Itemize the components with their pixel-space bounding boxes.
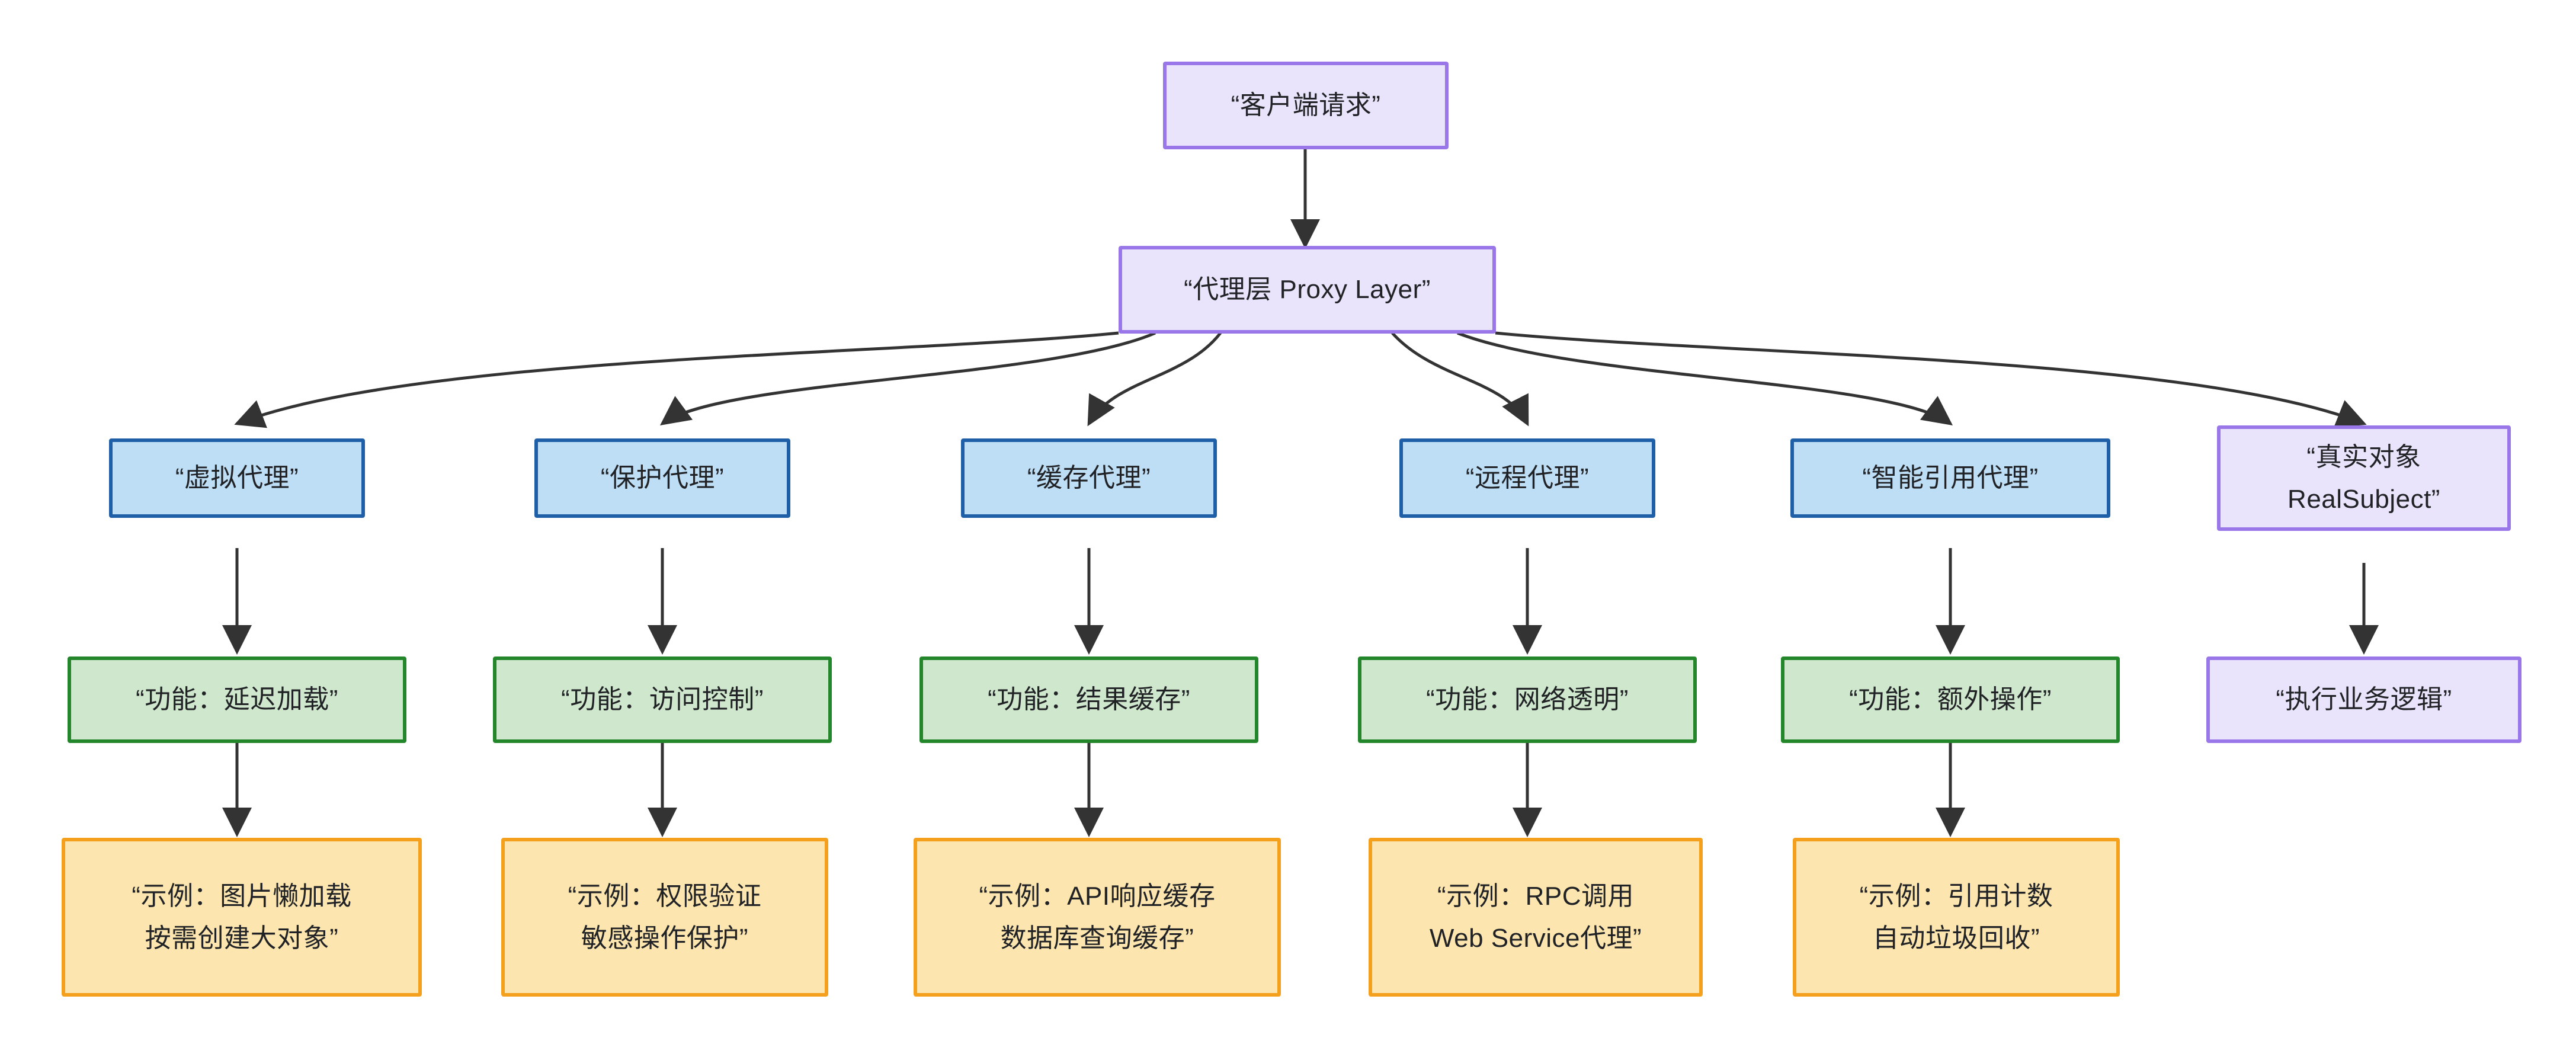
node-proxy-layer[interactable]: “代理层 Proxy Layer” bbox=[1119, 246, 1496, 334]
node-label: “执行业务逻辑” bbox=[2276, 685, 2452, 715]
node-remote-proxy[interactable]: “远程代理” bbox=[1399, 438, 1655, 518]
node-label: “示例：RPC调用 Web Service代理” bbox=[1429, 881, 1642, 953]
node-label: “示例：图片懒加载 按需创建大对象” bbox=[132, 881, 352, 953]
node-example-result-cache[interactable]: “示例：API响应缓存 数据库查询缓存” bbox=[914, 838, 1281, 997]
node-function-lazy-load[interactable]: “功能：延迟加载” bbox=[68, 656, 406, 743]
node-execute-business-logic[interactable]: “执行业务逻辑” bbox=[2206, 656, 2521, 743]
node-label: “缓存代理” bbox=[1027, 463, 1151, 493]
node-virtual-proxy[interactable]: “虚拟代理” bbox=[109, 438, 365, 518]
node-cache-proxy[interactable]: “缓存代理” bbox=[961, 438, 1217, 518]
node-example-network-transparency[interactable]: “示例：RPC调用 Web Service代理” bbox=[1369, 838, 1703, 997]
node-client-request[interactable]: “客户端请求” bbox=[1163, 62, 1449, 149]
node-smart-reference-proxy[interactable]: “智能引用代理” bbox=[1790, 438, 2110, 518]
node-label: “功能：延迟加载” bbox=[136, 685, 338, 715]
node-label: “功能：网络透明” bbox=[1426, 685, 1629, 715]
node-label: “保护代理” bbox=[600, 463, 725, 493]
edge-proxy-to-virtual bbox=[234, 331, 1119, 428]
edge-proxy-to-smartref bbox=[1457, 331, 1953, 425]
edge-proxy-to-protection bbox=[659, 331, 1156, 425]
node-protection-proxy[interactable]: “保护代理” bbox=[534, 438, 790, 518]
node-real-subject[interactable]: “真实对象 RealSubject” bbox=[2217, 425, 2511, 531]
node-label: “虚拟代理” bbox=[175, 463, 299, 493]
node-label: “功能：访问控制” bbox=[561, 685, 764, 715]
node-label: “示例：API响应缓存 数据库查询缓存” bbox=[979, 881, 1216, 953]
node-example-extra-operations[interactable]: “示例：引用计数 自动垃圾回收” bbox=[1793, 838, 2120, 997]
node-example-lazy-load[interactable]: “示例：图片懒加载 按需创建大对象” bbox=[62, 838, 422, 997]
node-label: “客户端请求” bbox=[1231, 91, 1381, 120]
edge-proxy-to-realsubject bbox=[1495, 331, 2367, 428]
node-label: “功能：额外操作” bbox=[1849, 685, 2052, 715]
node-label: “示例：引用计数 自动垃圾回收” bbox=[1859, 881, 2053, 953]
node-label: “真实对象 RealSubject” bbox=[2287, 442, 2440, 514]
node-function-network-transparency[interactable]: “功能：网络透明” bbox=[1358, 656, 1697, 743]
node-function-extra-operations[interactable]: “功能：额外操作” bbox=[1781, 656, 2120, 743]
node-label: “功能：结果缓存” bbox=[988, 685, 1190, 715]
node-function-access-control[interactable]: “功能：访问控制” bbox=[493, 656, 832, 743]
node-example-access-control[interactable]: “示例：权限验证 敏感操作保护” bbox=[501, 838, 828, 997]
node-label: “示例：权限验证 敏感操作保护” bbox=[568, 881, 762, 953]
node-label: “智能引用代理” bbox=[1862, 463, 2039, 493]
node-label: “远程代理” bbox=[1465, 463, 1590, 493]
edge-proxy-to-cache bbox=[1087, 332, 1222, 427]
node-label: “代理层 Proxy Layer” bbox=[1184, 275, 1431, 305]
node-function-result-cache[interactable]: “功能：结果缓存” bbox=[919, 656, 1258, 743]
edge-proxy-to-remote bbox=[1391, 332, 1529, 427]
